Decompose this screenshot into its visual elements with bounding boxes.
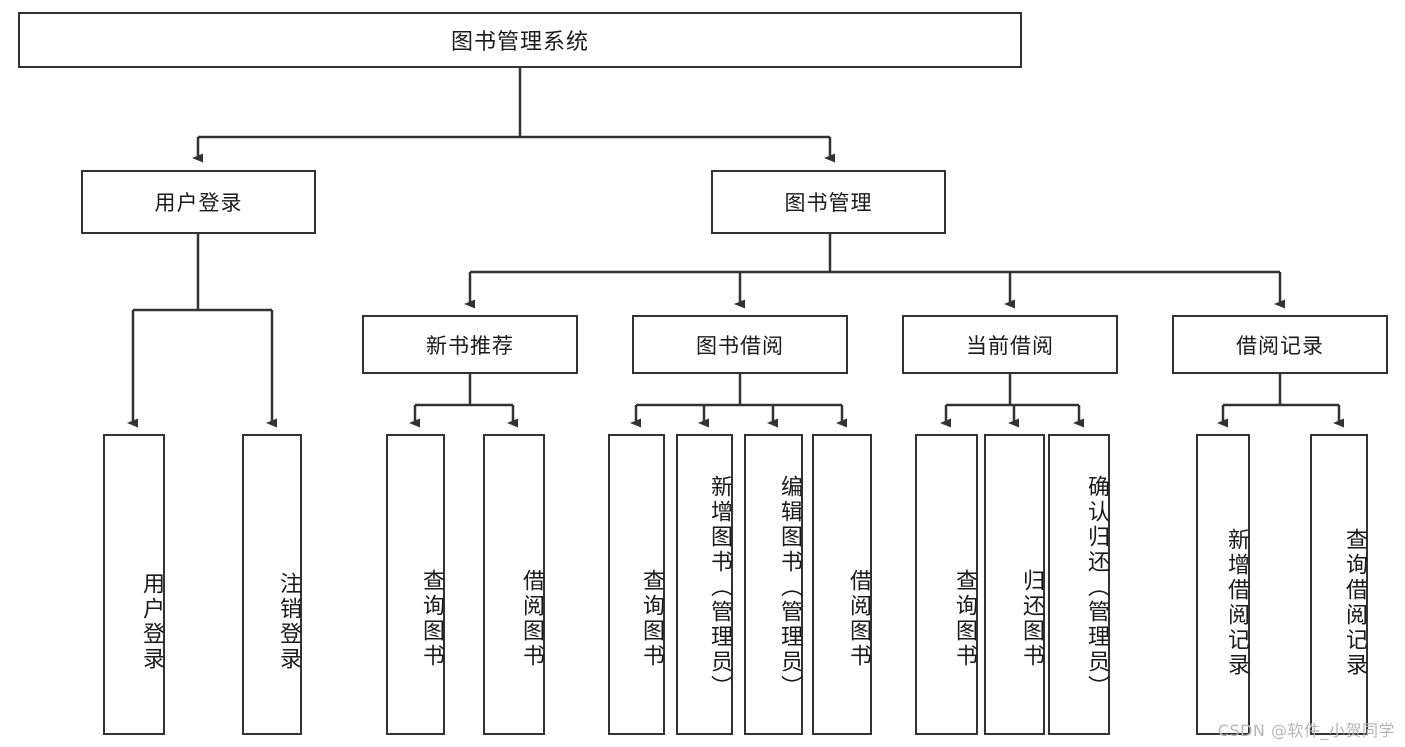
csdn-watermark: CSDN @软件_小贺同学	[1217, 721, 1395, 740]
leaf-query-borrow-record[interactable]: 查询借阅记录	[1310, 434, 1368, 735]
node-book-borrowing[interactable]: 图书借阅	[632, 315, 848, 374]
leaf-add-borrow-record[interactable]: 新增借阅记录	[1196, 434, 1250, 735]
leaf-add-book-admin[interactable]: 新增图书（管理员）	[676, 434, 733, 735]
leaf-borrow-book-recommendation[interactable]: 借阅图书	[483, 434, 545, 735]
leaf-borrow-book[interactable]: 借阅图书	[812, 434, 872, 735]
node-current-borrowing[interactable]: 当前借阅	[902, 315, 1118, 374]
leaf-query-book-current[interactable]: 查询图书	[915, 434, 978, 735]
leaf-query-book-borrow[interactable]: 查询图书	[608, 434, 665, 735]
leaf-edit-book-admin[interactable]: 编辑图书（管理员）	[744, 434, 803, 735]
leaf-user-login[interactable]: 用户登录	[103, 434, 165, 735]
leaf-return-book[interactable]: 归还图书	[984, 434, 1045, 735]
node-book-management-system[interactable]: 图书管理系统	[18, 12, 1022, 68]
node-user-login[interactable]: 用户登录	[81, 170, 316, 234]
node-new-book-recommendation[interactable]: 新书推荐	[362, 315, 578, 374]
leaf-logout[interactable]: 注销登录	[242, 434, 302, 735]
leaf-confirm-return-admin[interactable]: 确认归还（管理员）	[1048, 434, 1110, 735]
leaf-query-book-recommendation[interactable]: 查询图书	[386, 434, 445, 735]
node-borrowing-records[interactable]: 借阅记录	[1172, 315, 1388, 374]
node-book-management[interactable]: 图书管理	[711, 170, 946, 234]
